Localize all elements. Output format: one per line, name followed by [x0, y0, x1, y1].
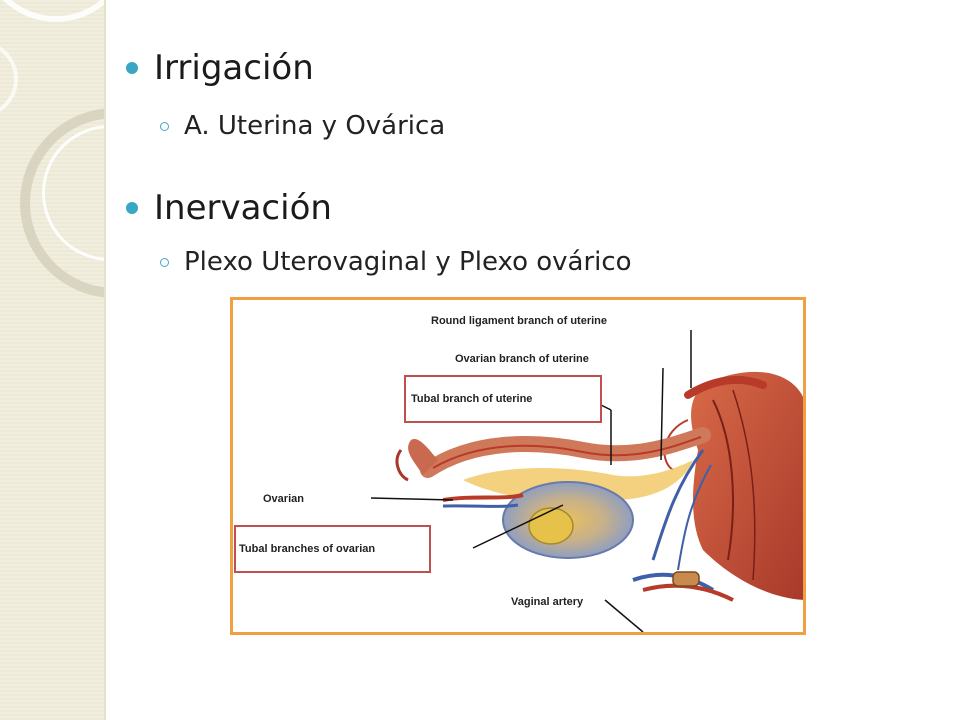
vaginal-vessels-shape — [632, 571, 734, 602]
fallopian-tube-shape — [395, 427, 711, 482]
bullet-irrigacion: Irrigación — [126, 48, 314, 88]
sub-bullet-arterias: A. Uterina y Ovárica — [160, 111, 445, 141]
label-ovarian-branch: Ovarian branch of uterine — [455, 353, 589, 365]
sub-bullet-ring-icon — [160, 257, 169, 267]
label-tubal-branch: Tubal branch of uterine — [411, 393, 532, 405]
label-ovarian: Ovarian — [263, 493, 304, 505]
bullet-text: Inervación — [154, 188, 332, 228]
highlight-box-tubal-branches-ovarian — [234, 525, 431, 573]
uterus-shape — [651, 371, 803, 600]
leader-lines — [370, 330, 692, 632]
decorative-ring — [0, 0, 104, 22]
sub-bullet-text: A. Uterina y Ovárica — [184, 111, 446, 141]
anatomy-figure: Round ligament branch of uterine Ovarian… — [230, 297, 806, 635]
round-ligament-shape — [684, 375, 767, 399]
label-round-ligament: Round ligament branch of uterine — [431, 315, 607, 327]
ovarian-artery-shape — [442, 493, 524, 502]
decorative-side-strip — [0, 0, 106, 720]
sub-bullet-plexos: Plexo Uterovaginal y Plexo ovárico — [160, 247, 632, 277]
sub-bullet-text: Plexo Uterovaginal y Plexo ovárico — [184, 247, 632, 277]
follicle-shape — [528, 507, 574, 545]
bullet-dot-icon — [126, 202, 138, 214]
label-tubal-branches-ovarian: Tubal branches of ovarian — [239, 543, 375, 555]
mesosalpinx-shape — [463, 460, 693, 502]
bullet-text: Irrigación — [154, 48, 314, 88]
bullet-inervacion: Inervación — [126, 188, 332, 228]
ovarian-vein-shape — [442, 503, 519, 508]
sub-bullet-ring-icon — [160, 121, 169, 131]
anatomy-illustration: Round ligament branch of uterine Ovarian… — [234, 315, 803, 632]
label-vaginal-artery: Vaginal artery — [511, 596, 584, 608]
bullet-dot-icon — [126, 62, 138, 74]
highlight-box-tubal-branch — [404, 375, 602, 423]
